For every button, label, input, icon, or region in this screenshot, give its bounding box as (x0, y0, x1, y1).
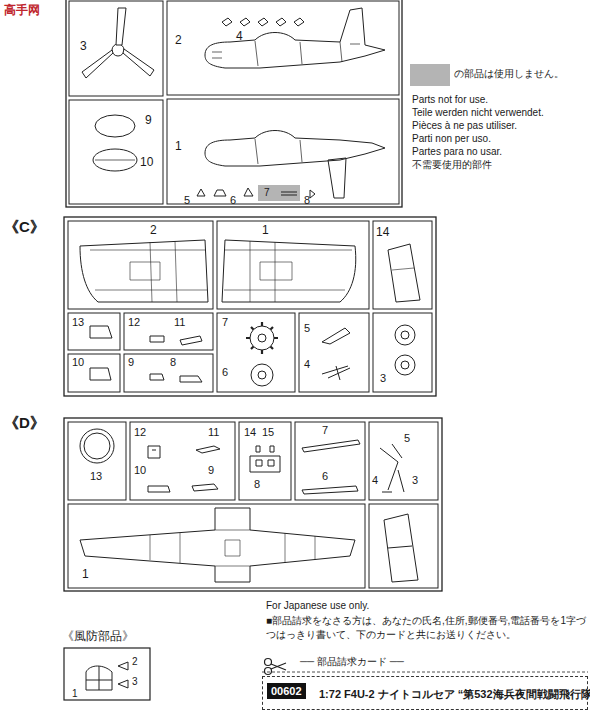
part-label: 7 (264, 187, 270, 199)
part-label: Partes para no usar. (412, 146, 502, 158)
part-label: 5 (404, 432, 410, 445)
part-label: 9 (128, 356, 134, 369)
product-number-box: 00602 (267, 683, 306, 699)
part-label: 8 (304, 194, 310, 207)
part-label: 1 (175, 140, 182, 154)
card-title: 1:72 F4U-2 ナイトコルセア “第532海兵夜間戦闘飛行隊” (319, 687, 590, 702)
part-label: 10 (72, 356, 84, 369)
part-label: 4 (304, 358, 310, 371)
part-label: Teile werden nicht verwendet. (412, 107, 544, 119)
part-label: 高手网 (4, 4, 40, 18)
part-label: 2 (150, 224, 157, 238)
part-label: Pièces à ne pas utiliser. (412, 120, 517, 132)
part-label: 5 (304, 322, 310, 335)
part-label: 8 (254, 478, 260, 491)
product-number: 00602 (271, 685, 302, 697)
part-label: 11 (174, 316, 185, 329)
part-label: 11 (208, 426, 219, 439)
part-label: 10 (134, 464, 146, 477)
part-label: 2 (132, 656, 138, 668)
part-label: 13 (90, 470, 102, 483)
part-label: 《C》 (4, 218, 45, 235)
part-label: 7 (322, 424, 328, 437)
part-label: ── 部品請求カード ── (300, 656, 404, 668)
part-label: 6 (230, 194, 236, 207)
part-label: ■部品請求をなさる方は、あなたの氏名,住所,郵便番号,電話番号を1字づつはっきり… (266, 614, 588, 641)
part-label: 4 (372, 474, 378, 487)
part-label: 1 (72, 688, 78, 700)
part-label: 14 (376, 226, 389, 240)
part-label: 《D》 (4, 414, 45, 431)
part-label: 6 (222, 366, 228, 379)
part-label: 10 (140, 156, 153, 170)
part-label: For Japanese use only. (266, 600, 369, 612)
part-label: Parts not for use. (412, 94, 488, 106)
legend-text: の部品は使用しません。 (454, 68, 564, 80)
part-label: Parti non per uso. (412, 133, 491, 145)
part-label: 9 (208, 464, 214, 477)
part-label: 1 (262, 224, 269, 238)
part-label: 3 (80, 40, 87, 54)
part-label: 6 (322, 470, 328, 483)
part-label: 3 (132, 676, 138, 688)
part-label: 5 (184, 194, 190, 207)
part-label: 12 (128, 316, 140, 329)
part-label: 不需要使用的部件 (412, 159, 492, 171)
part-label: 15 (262, 426, 274, 439)
part-label: 13 (72, 316, 84, 329)
part-label: 9 (145, 114, 152, 128)
part-label: 2 (175, 34, 182, 48)
parts-card-box: 1:72 F4U-2 ナイトコルセア “第532海兵夜間戦闘飛行隊” 00602 (262, 676, 588, 710)
part-label: 7 (222, 316, 228, 329)
part-label: 14 (244, 426, 256, 439)
part-label: 1 (82, 568, 89, 582)
part-label: 8 (170, 356, 176, 369)
part-label: 《風防部品》 (62, 630, 134, 644)
part-label: 3 (412, 474, 418, 487)
part-label: 4 (236, 30, 243, 44)
legend-swatch (410, 64, 450, 86)
part-label: 12 (134, 426, 146, 439)
part-label: 3 (380, 372, 386, 385)
